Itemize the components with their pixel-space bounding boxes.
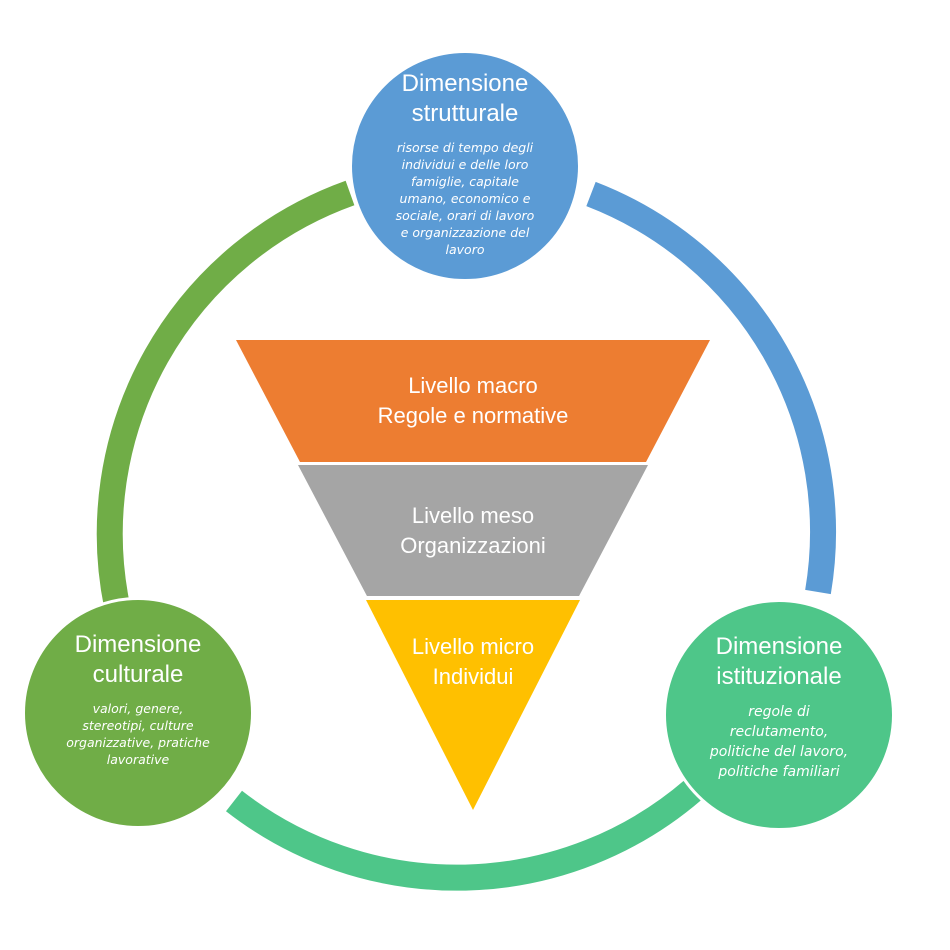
level-macro: Livello macro Regole e normative (236, 340, 710, 462)
dimension-cultural-title-1: Dimensione (74, 631, 202, 658)
ring-arc-structural (586, 181, 837, 595)
dimension-institutional-description: regole di reclutamento, politiche del la… (709, 704, 849, 780)
level-meso: Livello meso Organizzazioni (298, 465, 648, 596)
dimension-structural-title-1: Dimensione (401, 70, 529, 97)
dimension-institutional-title-1: Dimensione (715, 633, 843, 660)
level-macro-title: Livello macro (408, 373, 538, 398)
dimension-structural: Dimensione strutturale risorse di tempo … (349, 50, 581, 282)
level-meso-subtitle: Organizzazioni (400, 532, 546, 558)
dimension-institutional-title-2: istituzionale (716, 663, 842, 690)
level-micro-subtitle: Individui (432, 664, 514, 689)
level-macro-subtitle: Regole e normative (377, 403, 569, 428)
level-micro-title: Livello micro (411, 634, 535, 659)
dimension-institutional: Dimensione istituzionale regole di reclu… (663, 599, 895, 831)
dimension-cultural-title-2: culturale (92, 661, 184, 688)
dimension-structural-title-2: strutturale (411, 100, 519, 127)
ring-arc-institutional (226, 780, 702, 891)
dimension-cultural: Dimensione culturale valori, genere, ste… (22, 597, 254, 829)
level-meso-title: Livello meso (411, 502, 535, 528)
dimension-cultural-description: valori, genere, stereotipi, culture orga… (66, 701, 210, 767)
ring-arc-cultural (96, 180, 355, 609)
dimension-structural-description: risorse di tempo degli individui e delle… (395, 140, 535, 257)
